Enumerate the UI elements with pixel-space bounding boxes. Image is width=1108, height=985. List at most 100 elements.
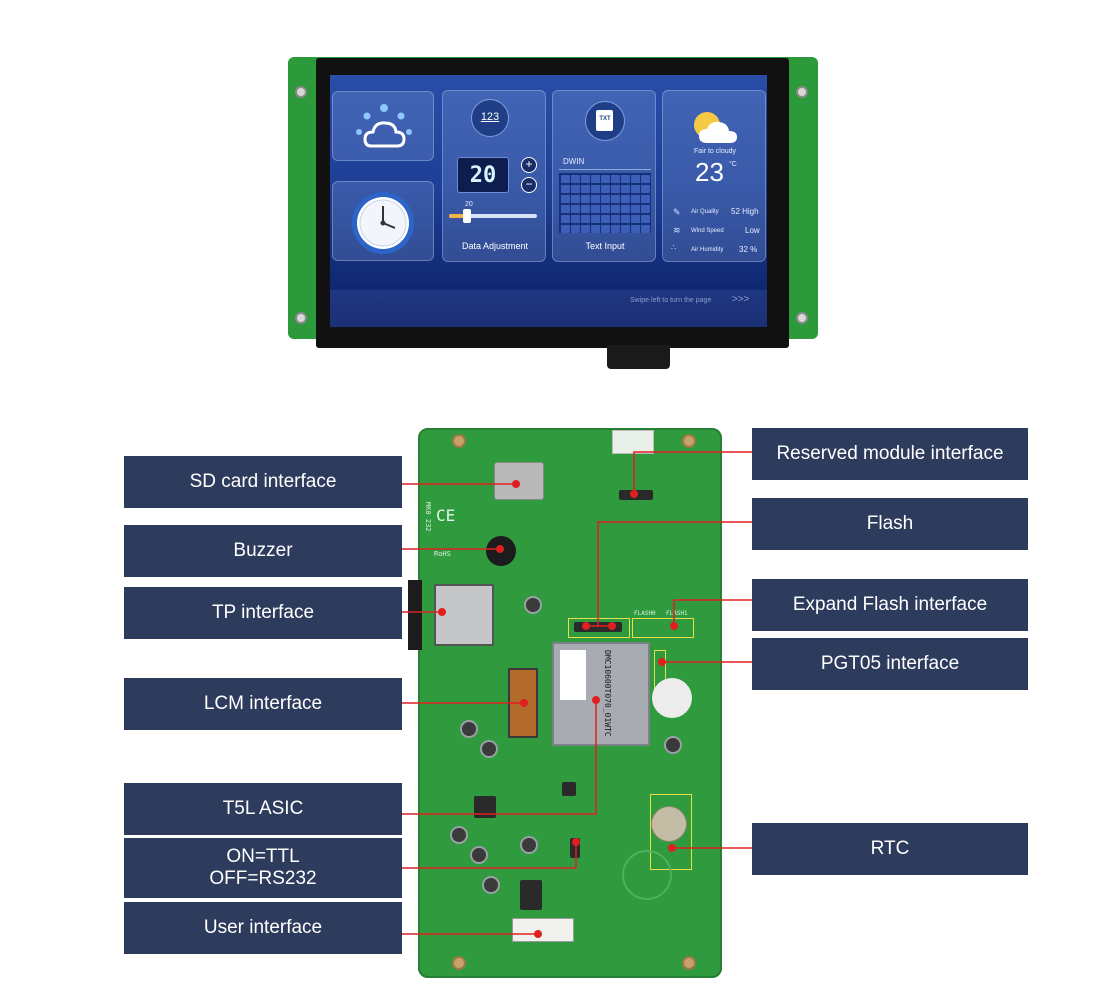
keyboard-key[interactable] (591, 205, 600, 213)
keyboard-key[interactable] (601, 195, 610, 203)
keyboard-key[interactable] (561, 185, 570, 193)
label-expand-flash-interface: Expand Flash interface (752, 579, 1028, 631)
keyboard-key[interactable] (631, 225, 640, 233)
clock-icon (352, 192, 414, 254)
tp-ribbon (408, 580, 422, 650)
label-tp-interface: TP interface (124, 587, 402, 639)
weather-card[interactable]: Fair to cloudy 23 °C ✎ Air Quality 52 Hi… (662, 90, 766, 262)
keyboard-key[interactable] (611, 215, 620, 223)
leader-dot-reserved (630, 490, 638, 498)
copper-hole (682, 434, 696, 448)
keyboard-key[interactable] (621, 185, 630, 193)
plus-icon[interactable]: + (521, 157, 537, 173)
keyboard-key[interactable] (561, 205, 570, 213)
keyboard[interactable] (559, 173, 651, 233)
sun-cloud-icon (694, 112, 737, 143)
clock-card[interactable] (332, 181, 434, 261)
keyboard-key[interactable] (621, 195, 630, 203)
expand-flash-area (632, 618, 694, 638)
cloud-card[interactable] (332, 91, 434, 161)
keyboard-key[interactable] (591, 195, 600, 203)
minus-icon[interactable]: − (521, 177, 537, 193)
label-flash: Flash (752, 498, 1028, 550)
keyboard-key[interactable] (601, 215, 610, 223)
keyboard-key[interactable] (641, 225, 650, 233)
keyboard-key[interactable] (601, 175, 610, 183)
keyboard-key[interactable] (601, 205, 610, 213)
text-input-card[interactable]: TXT DWIN Text Input (552, 90, 656, 262)
counter-badge: 123 (471, 99, 509, 137)
keyboard-key[interactable] (601, 225, 610, 233)
slider-track[interactable] (449, 214, 537, 218)
keyboard-key[interactable] (571, 185, 580, 193)
keyboard-key[interactable] (571, 175, 580, 183)
keyboard-key[interactable] (631, 205, 640, 213)
keyboard-key[interactable] (561, 195, 570, 203)
leader-dot-expand-flash (670, 622, 678, 630)
keyboard-key[interactable] (631, 215, 640, 223)
keyboard-key[interactable] (631, 185, 640, 193)
keyboard-key[interactable] (581, 185, 590, 193)
copper-hole (452, 434, 466, 448)
keyboard-key[interactable] (591, 185, 600, 193)
slider-thumb[interactable] (462, 209, 471, 223)
keyboard-key[interactable] (561, 175, 570, 183)
wind-speed-value: Low (745, 226, 760, 235)
leader-t5l (402, 700, 597, 815)
keyboard-key[interactable] (571, 205, 580, 213)
swipe-hint: Swipe left to turn the page (630, 297, 712, 304)
keyboard-key[interactable] (611, 195, 620, 203)
keyboard-key[interactable] (581, 225, 590, 233)
keyboard-key[interactable] (561, 215, 570, 223)
data-adjustment-card[interactable]: 123 20 + − 20 Data Adjustment (442, 90, 546, 262)
keyboard-key[interactable] (581, 195, 590, 203)
user-interface-connector (512, 918, 574, 942)
keyboard-key[interactable] (571, 225, 580, 233)
keyboard-key[interactable] (621, 205, 630, 213)
value-display-text: 20 (469, 163, 497, 188)
keyboard-key[interactable] (621, 175, 630, 183)
keyboard-key[interactable] (591, 225, 600, 233)
keyboard-key[interactable] (621, 225, 630, 233)
keyboard-key[interactable] (641, 175, 650, 183)
keyboard-key[interactable] (571, 215, 580, 223)
mount-hole (796, 312, 808, 324)
leader-dot-rtc (668, 844, 676, 852)
keyboard-key[interactable] (611, 175, 620, 183)
keyboard-key[interactable] (591, 175, 600, 183)
leader-dot-sd-card (512, 480, 520, 488)
keyboard-key[interactable] (641, 185, 650, 193)
keyboard-key[interactable] (641, 195, 650, 203)
sd-card-slot (494, 462, 544, 500)
fpc-connector (607, 345, 670, 369)
keyboard-key[interactable] (641, 205, 650, 213)
swipe-arrows[interactable]: >>> (732, 294, 750, 305)
label-buzzer: Buzzer (124, 525, 402, 577)
keyboard-key[interactable] (611, 185, 620, 193)
keyboard-key[interactable] (581, 205, 590, 213)
keyboard-key[interactable] (621, 215, 630, 223)
temperature-value: 23 (695, 157, 724, 187)
keyboard-input[interactable]: DWIN (559, 155, 651, 170)
mount-hole (796, 86, 808, 98)
keyboard-key[interactable] (601, 185, 610, 193)
label-reserved-module-interface: Reserved module interface (752, 428, 1028, 480)
switch-resistor (570, 838, 580, 858)
keyboard-key[interactable] (611, 225, 620, 233)
keyboard-key[interactable] (641, 215, 650, 223)
leader-dot-user (534, 930, 542, 938)
keyboard-key[interactable] (581, 215, 590, 223)
slider-fill (449, 214, 467, 218)
temperature-unit: °C (729, 161, 737, 168)
keyboard-key[interactable] (591, 215, 600, 223)
t5l-asic-module: DMC10600T070_01WTC (552, 642, 650, 746)
keyboard-key[interactable] (561, 225, 570, 233)
keyboard-key[interactable] (631, 195, 640, 203)
keyboard-key[interactable] (631, 175, 640, 183)
leader-dot-pgt05 (658, 658, 666, 666)
keyboard-key[interactable] (571, 195, 580, 203)
keyboard-key[interactable] (581, 175, 590, 183)
leader-dot-buzzer (496, 545, 504, 553)
keyboard-key[interactable] (611, 205, 620, 213)
copper-hole (682, 956, 696, 970)
